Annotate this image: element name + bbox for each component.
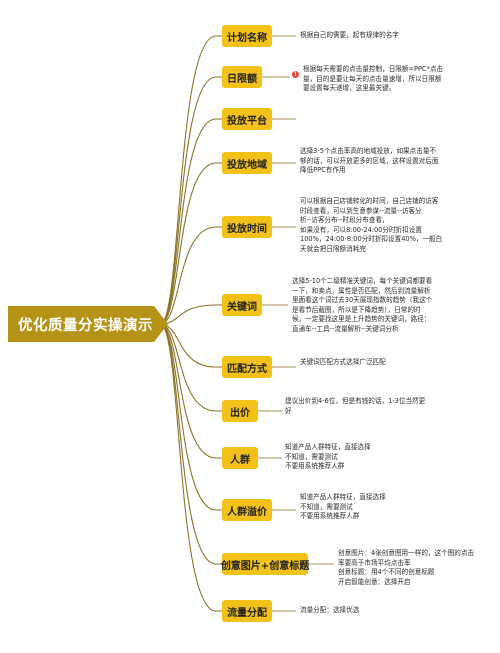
node-label: 日限额 — [227, 73, 257, 85]
branch-line — [159, 323, 222, 565]
node-label: 投放时间 — [227, 223, 267, 235]
node-daily-limit: 日限额 — [222, 66, 262, 88]
node-audience: 人群 — [222, 447, 258, 469]
branch-line — [159, 35, 222, 325]
node-label: 流量分配 — [227, 607, 267, 619]
desc-time: 可以根据自己店铺转化的时间，自己店铺的访客 时段查看，可以到生意参谋--流量--… — [300, 197, 443, 253]
desc-plan-name: 根据自己的需要，起有规律的名字 — [300, 31, 399, 39]
desc-bid: 建议出价到4-6位，但是有钱的话，1-3位当然更 好 — [285, 397, 426, 415]
desc-audience-premium: 知道产品人群特征，直接选择 不知道，需要测试 不要用系统推荐人群 — [300, 493, 386, 521]
node-label: 匹配方式 — [227, 363, 267, 375]
node-label: 出价 — [230, 407, 250, 419]
node-bid: 出价 — [222, 400, 258, 422]
branch-line — [159, 118, 222, 325]
desc-keyword: 选择5-10个二级精准关键词，每个关键词都要看 一下，和卖点，属性是否匹配，然后… — [292, 277, 433, 333]
node-traffic: 流量分配 — [222, 600, 272, 622]
node-label: 投放平台 — [227, 115, 267, 127]
branch-line — [159, 323, 222, 511]
node-plan-name: 计划名称 — [222, 25, 272, 47]
node-match: 匹配方式 — [222, 356, 272, 378]
branch-line — [159, 76, 222, 325]
node-label: 人群 — [230, 454, 250, 466]
node-label: 创意图片+创意标题 — [220, 560, 310, 572]
node-label: 计划名称 — [227, 32, 267, 44]
node-platform: 投放平台 — [222, 108, 272, 130]
desc-creative: 创意图片：4张创意图用一样的，这个图的点击 率要高于市场平均点击率 创意标题：用… — [338, 549, 475, 586]
desc-match: 关键词匹配方式选择广泛匹配 — [300, 358, 386, 366]
node-creative: 创意图片+创意标题 — [220, 553, 310, 575]
root-title: 优化质量分实操演示 — [18, 317, 153, 334]
node-label: 投放地域 — [227, 159, 267, 171]
node-audience-premium: 人群溢价 — [222, 499, 272, 521]
node-label: 人群溢价 — [227, 506, 267, 518]
root-node: 优化质量分实操演示 — [8, 306, 168, 342]
desc-region: 选择3-5个点击率高的地域投放，如果点击量不 够的话，可以开放更多的区域，这样设… — [300, 147, 439, 175]
node-keyword: 关键词 — [222, 294, 262, 316]
desc-daily-limit: 根据每天需要的点击量控制，日限额=PPC*点击 量，目的是要让每天的点击量速增，… — [303, 65, 444, 93]
desc-traffic: 流量分配：选择优选 — [300, 606, 360, 614]
desc-audience: 知道产品人群特征，直接选择 不知道，需要测试 不要用系统推荐人群 — [285, 443, 371, 471]
warning-icon: ! — [292, 71, 299, 78]
node-time: 投放时间 — [222, 216, 272, 238]
node-label: 关键词 — [227, 301, 257, 313]
node-region: 投放地域 — [222, 152, 272, 174]
